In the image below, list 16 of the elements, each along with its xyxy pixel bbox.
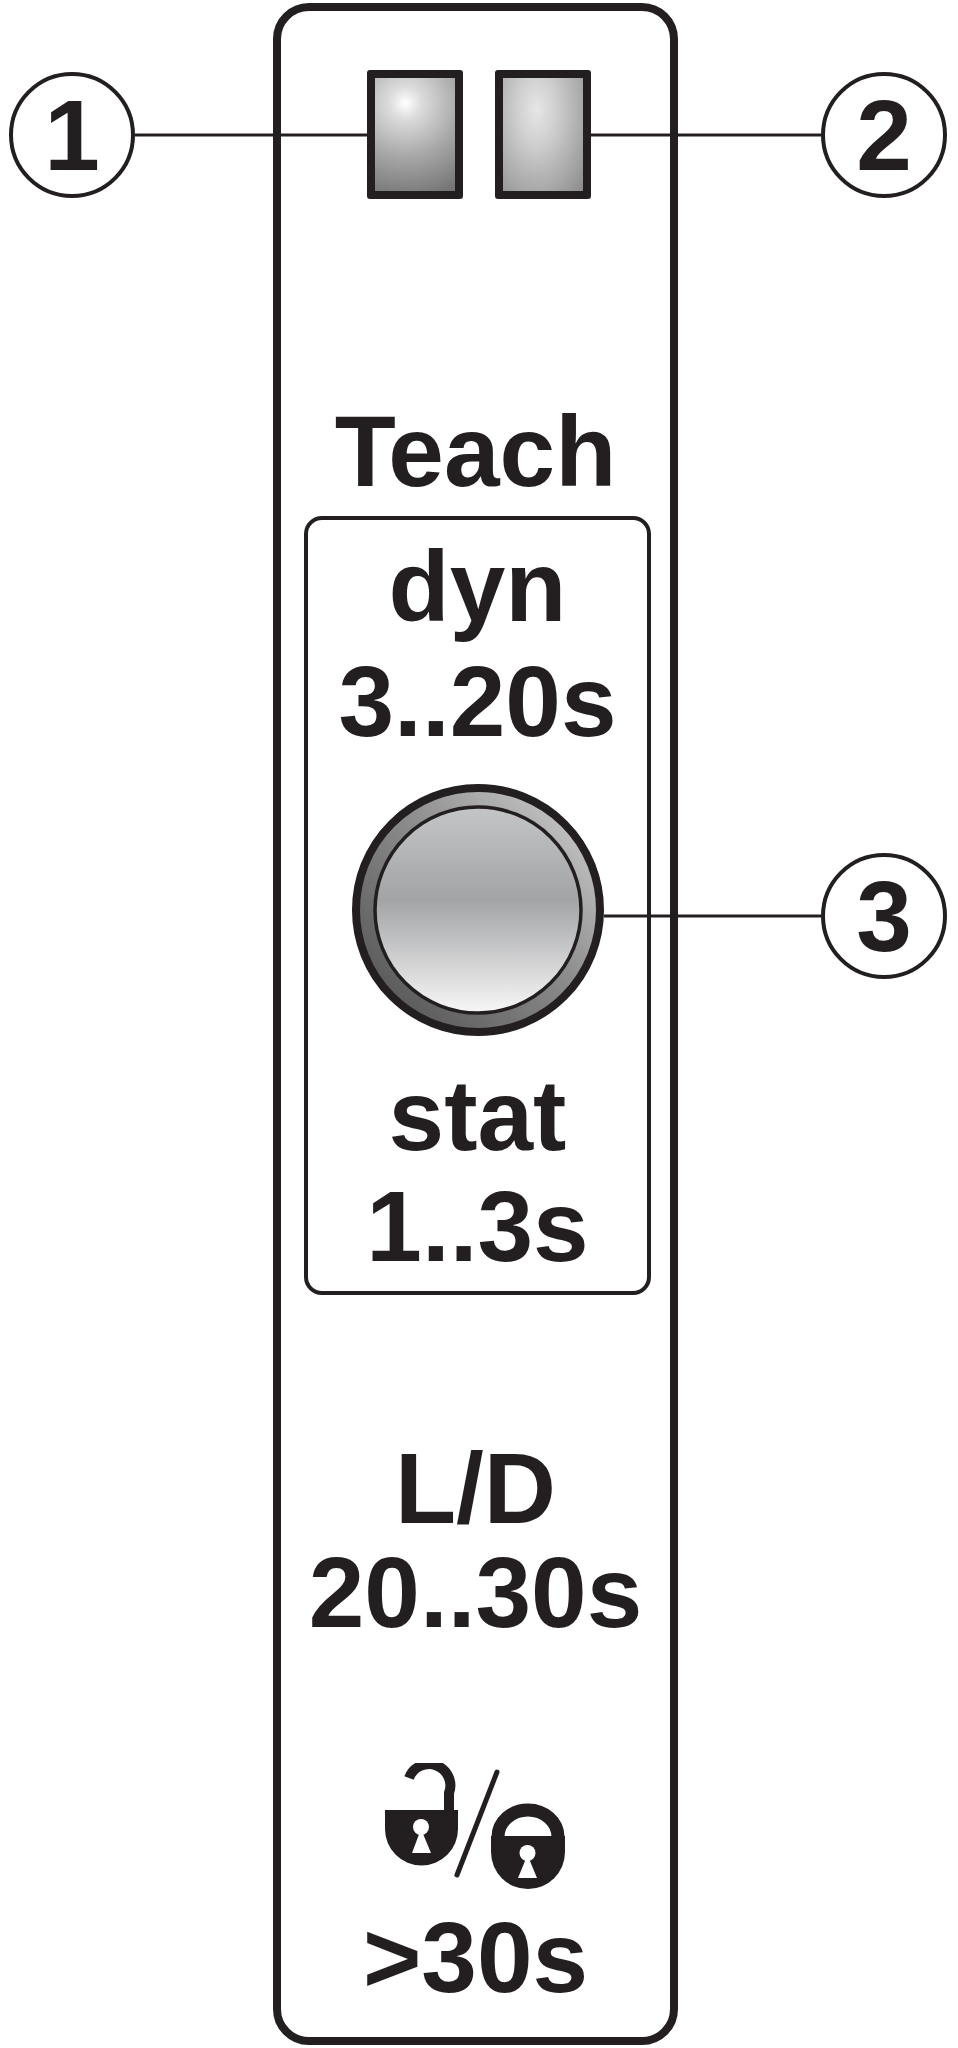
- callout-number: 3: [856, 866, 912, 966]
- callout-number: 2: [856, 85, 912, 185]
- teach-frame: [304, 516, 651, 1295]
- mode-label: stat 1..3s: [365, 1060, 590, 1282]
- section-title: Teach: [333, 396, 618, 506]
- mode-label: >30s: [361, 1902, 590, 2012]
- led-indicator: [367, 70, 463, 199]
- push-button: [352, 784, 604, 1036]
- callout-number: 1: [44, 85, 100, 185]
- leader-line: [603, 914, 821, 918]
- led-indicator: [495, 70, 591, 199]
- leader-line: [135, 133, 367, 137]
- mode-label: dyn 3..20s: [337, 529, 618, 759]
- leader-line: [591, 133, 821, 137]
- mode-label: L/D 20..30s: [307, 1436, 644, 1644]
- device-panel: [273, 3, 678, 2045]
